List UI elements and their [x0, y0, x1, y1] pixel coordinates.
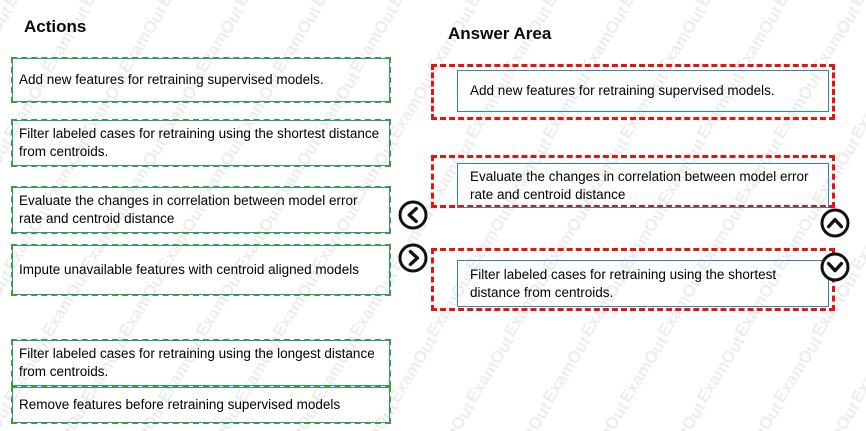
- action-item-label: Evaluate the changes in correlation betw…: [19, 193, 358, 226]
- action-item[interactable]: Remove features before retraining superv…: [11, 386, 391, 424]
- answer-area-title: Answer Area: [448, 24, 552, 43]
- answer-slot-label: Evaluate the changes in correlation betw…: [470, 168, 809, 202]
- action-item[interactable]: Add new features for retraining supervis…: [11, 57, 391, 103]
- action-item[interactable]: Filter labeled cases for retraining usin…: [11, 339, 391, 387]
- answer-slot-inner[interactable]: Filter labeled cases for retraining usin…: [457, 260, 829, 307]
- action-item[interactable]: Impute unavailable features with centroi…: [11, 244, 391, 296]
- move-left-button[interactable]: [398, 200, 428, 230]
- answer-slot-inner[interactable]: Add new features for retraining supervis…: [457, 70, 829, 112]
- actions-column-title: Actions: [24, 17, 87, 36]
- action-item[interactable]: Filter labeled cases for retraining usin…: [11, 119, 391, 167]
- action-item-label: Filter labeled cases for retraining usin…: [19, 346, 375, 379]
- action-item-label: Filter labeled cases for retraining usin…: [19, 126, 380, 159]
- answer-slot-label: Add new features for retraining supervis…: [470, 83, 775, 98]
- move-right-button[interactable]: [398, 243, 428, 273]
- answer-slot-inner[interactable]: Evaluate the changes in correlation betw…: [457, 163, 829, 208]
- answer-slot-label: Filter labeled cases for retraining usin…: [470, 266, 777, 300]
- move-down-button[interactable]: [820, 252, 850, 282]
- move-up-button[interactable]: [820, 208, 850, 238]
- answer-slot[interactable]: Add new features for retraining supervis…: [431, 64, 835, 120]
- action-item-label: Impute unavailable features with centroi…: [19, 262, 359, 277]
- answer-slot[interactable]: Evaluate the changes in correlation betw…: [431, 155, 835, 208]
- answer-slot[interactable]: Filter labeled cases for retraining usin…: [431, 248, 835, 311]
- action-item-label: Remove features before retraining superv…: [19, 397, 341, 412]
- action-item[interactable]: Evaluate the changes in correlation betw…: [11, 186, 391, 234]
- action-item-label: Add new features for retraining supervis…: [19, 72, 324, 87]
